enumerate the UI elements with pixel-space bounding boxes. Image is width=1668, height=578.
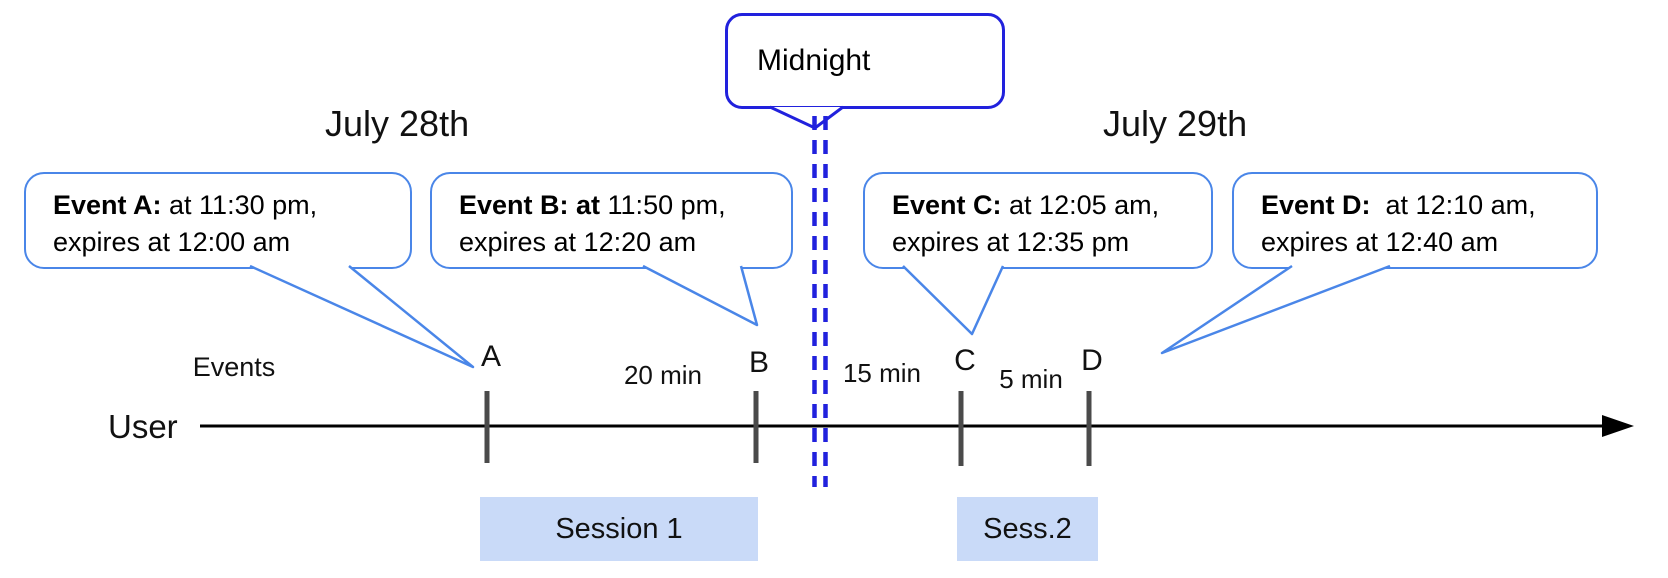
event-c-callout: Event C: at 12:05 am, expires at 12:35 p… [863, 172, 1213, 269]
session-2-label: Sess.2 [983, 512, 1072, 545]
event-d-line1: Event D: at 12:10 am, [1261, 190, 1536, 220]
event-c-line1: Event C: at 12:05 am, [892, 190, 1160, 220]
event-b-line2: expires at 12:20 am [459, 227, 697, 257]
event-d-callout-tail-icon [1160, 264, 1391, 355]
tick-label-d: D [1081, 344, 1103, 377]
interval-5min-label: 5 min [999, 364, 1063, 394]
event-c-line2: expires at 12:35 pm [892, 227, 1130, 257]
interval-15min-label: 15 min [842, 358, 922, 388]
midnight-label: Midnight [757, 44, 871, 77]
event-a-line2: expires at 12:00 am [53, 227, 291, 257]
midnight-callout-tail-icon [769, 105, 844, 130]
date-left-label: July 28th [325, 103, 470, 144]
event-a-callout: Event A: at 11:30 pm, expires at 12:00 a… [24, 172, 412, 269]
event-a-callout-tail-icon [249, 264, 475, 369]
events-axis-label: Events [192, 352, 276, 382]
interval-20min-label: 20 min [623, 360, 703, 390]
session-1-label: Session 1 [555, 512, 683, 545]
event-b-line1: Event B: at 11:50 pm, [459, 190, 726, 220]
timeline-arrowhead-icon [1602, 415, 1634, 437]
event-b-callout: Event B: at 11:50 pm, expires at 12:20 a… [430, 172, 793, 269]
event-c-callout-tail-icon [902, 265, 1005, 336]
tick-label-b: B [748, 346, 770, 379]
session-1-box: Session 1 [480, 497, 758, 561]
event-b-callout-tail-icon [642, 264, 759, 327]
event-d-line2: expires at 12:40 am [1261, 227, 1499, 257]
midnight-callout: Midnight [725, 13, 1005, 109]
session-2-box: Sess.2 [957, 497, 1098, 561]
event-a-line1: Event A: at 11:30 pm, [53, 190, 318, 220]
tick-label-a: A [480, 340, 502, 373]
user-axis-label: User [108, 408, 178, 445]
date-right-label: July 29th [1103, 103, 1248, 144]
event-d-callout: Event D: at 12:10 am, expires at 12:40 a… [1232, 172, 1598, 269]
tick-label-c: C [954, 344, 976, 377]
